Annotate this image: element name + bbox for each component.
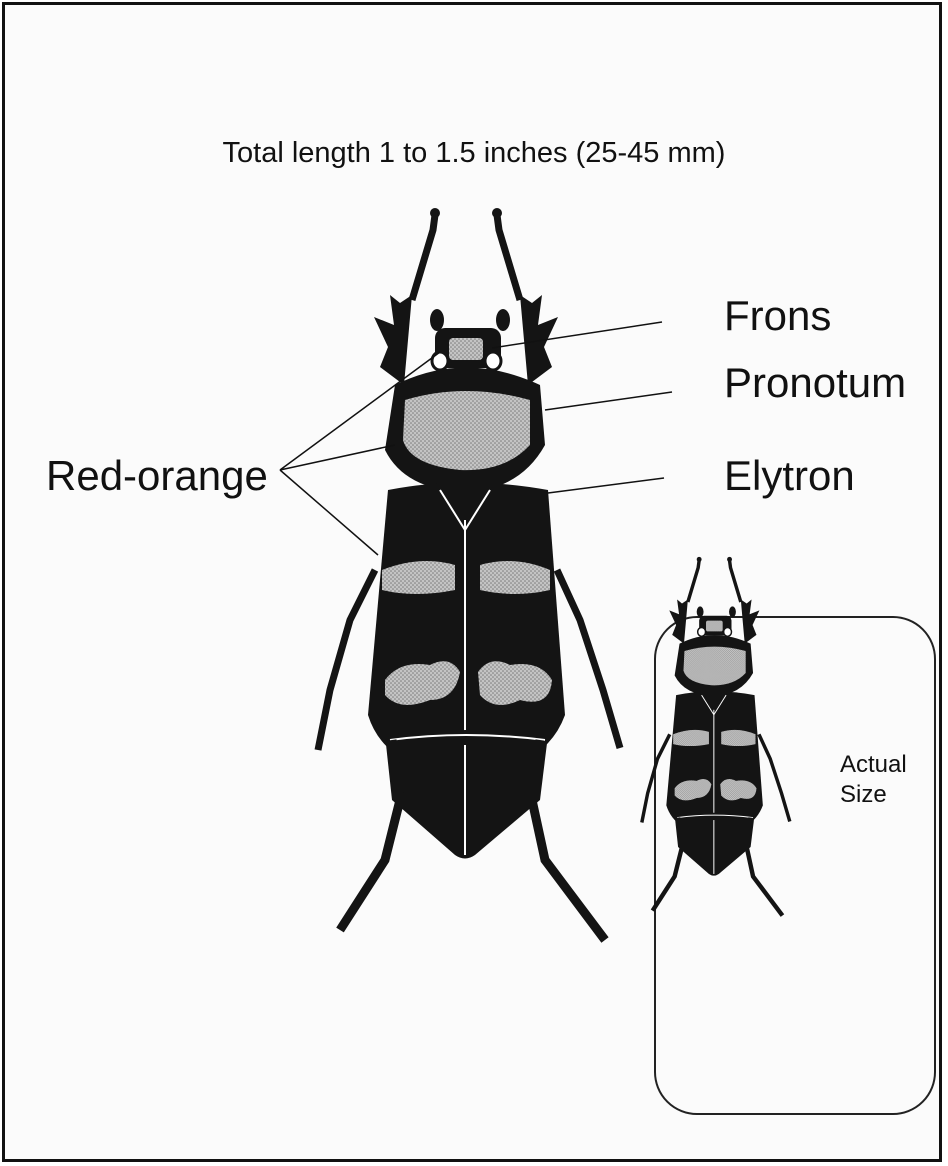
label-red-orange: Red-orange [46,452,268,500]
inset-label-actual: Actual [840,750,907,780]
beetle-illustration [318,208,620,940]
figure-title: Total length 1 to 1.5 inches (25-45 mm) [0,137,948,170]
label-pronotum: Pronotum [724,359,906,407]
actual-size-beetle [642,557,790,916]
label-elytron: Elytron [724,452,855,500]
inset-label-size: Size [840,780,887,810]
label-frons: Frons [724,292,831,340]
